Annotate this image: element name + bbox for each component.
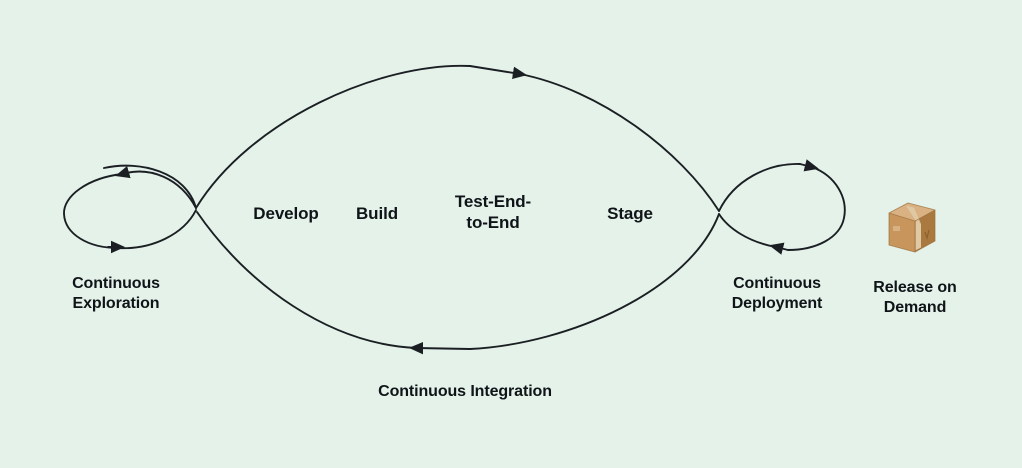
- stage-label-test-end-to-end: Test-End- to-End: [454, 192, 532, 232]
- stage-label-develop: Develop: [253, 204, 319, 223]
- right-loop-right-arc: [787, 166, 846, 251]
- left-loop-lower-return: [117, 209, 197, 250]
- right-loop-upper-arc: [718, 163, 801, 212]
- package-box-icon: [884, 199, 940, 257]
- right-loop-lower-arc: [718, 213, 777, 248]
- stage-label-build: Build: [356, 204, 398, 223]
- right-loop-upper-arrowhead-seg: [799, 159, 819, 172]
- bottom-arc-first-half: [469, 213, 720, 350]
- stage-label-stage: Stage: [607, 204, 653, 223]
- top-arc-arrowhead-seg: [469, 65, 528, 80]
- bottom-arc-arrowhead-seg: [408, 341, 471, 355]
- phase-label-continuous-deployment: Continuous Deployment: [731, 275, 823, 312]
- top-arc-first-half: [195, 64, 471, 209]
- top-arc-second-half: [519, 73, 720, 212]
- phase-label-release-on-demand: Release on Demand: [873, 279, 957, 316]
- left-loop-left-arc: [63, 173, 123, 249]
- left-loop-upper-arc-b: [115, 166, 197, 209]
- bottom-arc-second-half: [196, 211, 417, 349]
- right-loop-lower-arrowhead-seg: [769, 242, 789, 255]
- phase-label-continuous-integration: Continuous Integration: [378, 383, 552, 400]
- phase-label-continuous-exploration: Continuous Exploration: [72, 275, 160, 312]
